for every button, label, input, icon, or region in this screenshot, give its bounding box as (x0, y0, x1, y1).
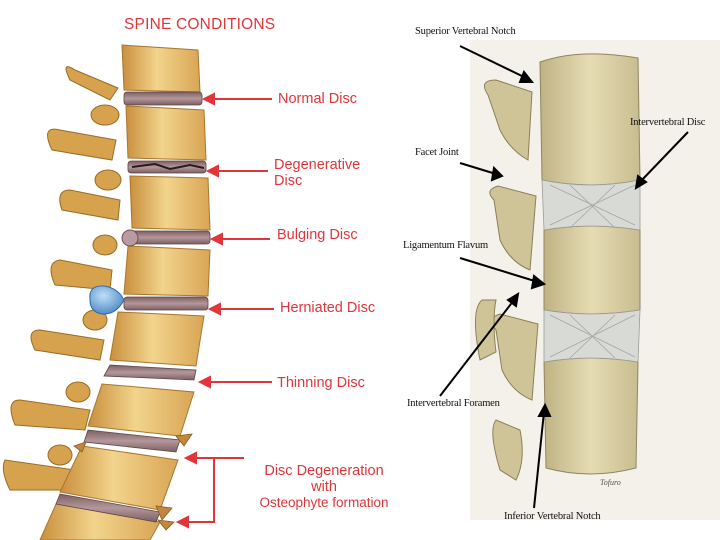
label-bulging-disc: Bulging Disc (277, 227, 358, 243)
spine-conditions-panel: SPINE CONDITIONS Normal Disc Degenerativ… (0, 0, 400, 540)
spine-conditions-illustration (0, 0, 400, 540)
bulging-disc (132, 231, 210, 244)
label-osteophyte-formation: Disc Degeneration with Osteophyte format… (248, 463, 400, 511)
label-thinning-disc: Thinning Disc (277, 375, 365, 391)
disc-bulge (122, 230, 138, 246)
herniation-blob (90, 286, 124, 314)
spine-anatomy-panel: Superior Vertebral Notch Intervertebral … (400, 0, 720, 540)
label-normal-disc: Normal Disc (278, 91, 357, 107)
thinning-disc (104, 365, 196, 380)
label-line: Bulging Disc (277, 227, 358, 243)
label-line: Osteophyte formation (248, 495, 400, 511)
herniated-disc (124, 297, 208, 310)
label-superior-vertebral-notch: Superior Vertebral Notch (415, 26, 516, 37)
label-line: with (248, 479, 400, 495)
label-intervertebral-disc: Intervertebral Disc (630, 117, 705, 128)
chart-title: SPINE CONDITIONS (124, 16, 275, 34)
label-line: Normal Disc (278, 91, 357, 107)
label-intervertebral-foramen: Intervertebral Foramen (407, 398, 500, 409)
anatomy-vertebral-bodies (540, 54, 640, 474)
label-line: Herniated Disc (280, 300, 375, 316)
label-line: Thinning Disc (277, 375, 365, 391)
artist-signature: Tofuro (600, 478, 621, 487)
label-inferior-vertebral-notch: Inferior Vertebral Notch (504, 511, 600, 522)
label-line: Disc Degeneration (248, 463, 400, 479)
label-line: Degenerative (274, 157, 360, 173)
label-ligamentum-flavum: Ligamentum Flavum (403, 240, 488, 251)
spine-anatomy-illustration (400, 0, 720, 540)
label-facet-joint: Facet Joint (415, 147, 459, 158)
label-line: Disc (274, 173, 360, 189)
label-herniated-disc: Herniated Disc (280, 300, 375, 316)
label-degenerative-disc: Degenerative Disc (274, 157, 360, 189)
normal-disc (124, 92, 202, 105)
vertebral-bodies (40, 45, 210, 540)
